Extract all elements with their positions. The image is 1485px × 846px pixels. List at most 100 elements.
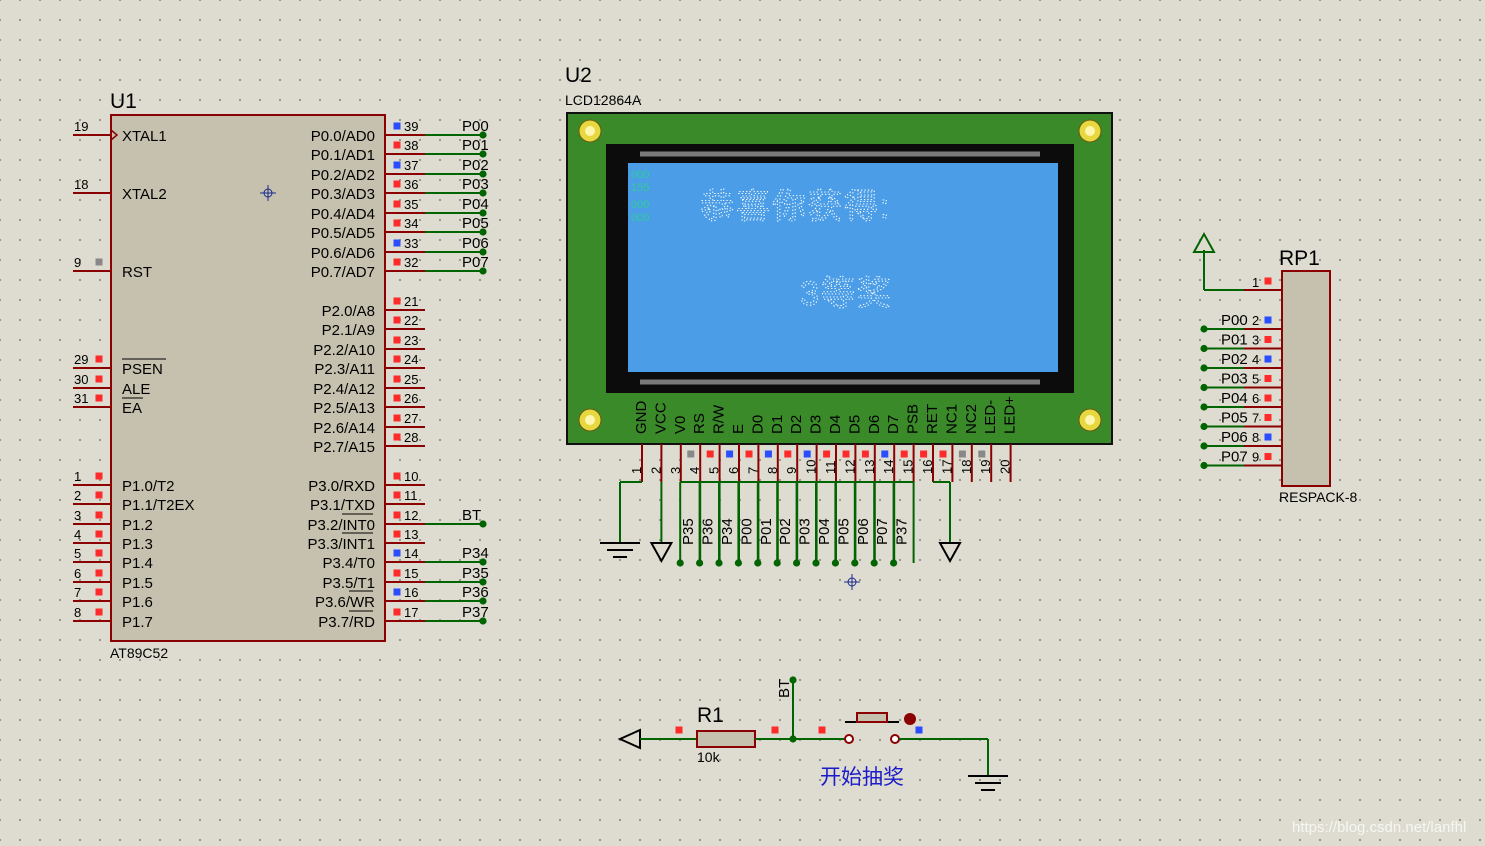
start-draw-button-label: 开始抽奖	[820, 765, 904, 789]
u2-pin-state	[803, 450, 811, 458]
u1-pin-state	[393, 433, 401, 441]
u1-pin-name: P0.7/AD7	[311, 264, 375, 281]
u2-pin-name: E	[730, 424, 747, 434]
u1-pin-state	[393, 297, 401, 305]
u1-pin-name: P0.6/AD6	[311, 245, 375, 262]
u1-pin-number: 36	[404, 177, 418, 192]
rp1-ref-label: RP1	[1279, 247, 1320, 270]
u1-ref-label: U1	[110, 90, 137, 113]
mounting-hole-icon	[585, 415, 595, 425]
u1-pin-name: P2.1/A9	[322, 322, 375, 339]
u1-net-label: P07	[462, 254, 489, 271]
lcd-debug-marker: 000	[631, 199, 649, 211]
u1-pin-number: 24	[404, 352, 418, 367]
rp1-pin-state	[1264, 316, 1272, 324]
rp1-net-label: P06	[1221, 429, 1248, 446]
net-terminal-dot	[479, 267, 487, 275]
u2-pin-name: D5	[846, 415, 863, 434]
u1-pin-name: P1.3	[122, 536, 153, 553]
watermark: https://blog.csdn.net/lanfhl	[1292, 819, 1466, 836]
u2-net-label: P00	[738, 518, 755, 545]
net-terminal-dot	[734, 559, 743, 567]
rp1-net-label: P01	[1221, 332, 1248, 349]
rp1-net-label: P00	[1221, 312, 1248, 329]
u2-pin-state	[842, 450, 850, 458]
u1-net-label: P05	[462, 215, 489, 232]
u1-pin-state	[393, 258, 401, 266]
u1-pin-name: P0.3/AD3	[311, 186, 375, 203]
rp1-pin-number: 4	[1252, 352, 1259, 367]
rp1-pin-number: 8	[1252, 430, 1259, 445]
u1-pin-state	[393, 122, 401, 130]
u1-pin-state	[95, 588, 103, 596]
u1-pin-number: 4	[74, 527, 81, 542]
rp1-pin-state	[1264, 355, 1272, 363]
u1-pin-name: P3.2/INT0	[307, 517, 375, 534]
u2-pin-state	[881, 450, 889, 458]
u2-net-label: P37	[894, 518, 911, 545]
u1-pin-number: 9	[74, 255, 81, 270]
net-terminal-dot	[479, 578, 487, 586]
net-terminal-dot	[890, 559, 898, 567]
u2-part-label: LCD12864A	[565, 92, 642, 108]
u2-pin-name: D2	[788, 415, 805, 434]
power-arrow-icon	[1192, 231, 1216, 253]
rp1-pin-state	[1264, 433, 1272, 441]
u1-pin-state	[95, 608, 103, 616]
u1-pin-name: P0.2/AD2	[311, 167, 375, 184]
u1-pin-number: 34	[404, 216, 418, 231]
u1-pin-state	[393, 511, 401, 519]
u2-net-label: P36	[700, 518, 717, 545]
u1-pin-name: EA	[122, 400, 142, 417]
u1-pin-number: 22	[404, 313, 418, 328]
u2-net-label: P01	[758, 518, 775, 545]
lcd-debug-marker: 000	[631, 212, 649, 224]
u1-net-label: BT	[462, 507, 481, 524]
net-terminal-dot	[831, 559, 840, 567]
u1-pin-number: 28	[404, 430, 418, 445]
net-terminal-dot	[479, 597, 487, 605]
u1-pin-number: 38	[404, 138, 418, 153]
u1-pin-name: P0.1/AD1	[311, 147, 375, 164]
origin-marker	[263, 188, 273, 198]
u2-net-label: P04	[816, 518, 833, 545]
u2-pin-state	[745, 450, 753, 458]
u1-pin-state	[393, 414, 401, 422]
rp1-part-label: RESPACK-8	[1279, 489, 1358, 505]
u1-pin-number: 19	[74, 119, 88, 134]
lcd-line-1: 恭喜你获得:	[700, 188, 891, 226]
origin-marker	[847, 577, 857, 587]
button-state-icon	[904, 713, 916, 725]
u2-pin-state	[900, 450, 908, 458]
net-terminal-dot	[1200, 383, 1208, 392]
u1-pin-number: 15	[404, 566, 418, 581]
u1-pin-number: 1	[74, 469, 81, 484]
u1-net-label: P04	[462, 196, 489, 213]
u1-pin-number: 11	[404, 488, 418, 503]
u1-pin-state	[393, 569, 401, 577]
rp1-net-label: P05	[1221, 410, 1248, 427]
u1-pin-number: 14	[404, 546, 418, 561]
u1-at89c52[interactable]: U1AT89C5219XTAL118XTAL29RST29PSEN30ALE31…	[73, 90, 489, 661]
u1-net-label: P01	[462, 137, 489, 154]
net-terminal-dot	[479, 170, 487, 178]
u1-pin-name: P3.0/RXD	[308, 478, 375, 495]
u2-pin-name: V0	[672, 416, 689, 434]
lcd-debug-marker: 000	[631, 169, 649, 181]
mounting-hole-icon	[1085, 415, 1095, 425]
u2-pin-state	[706, 450, 714, 458]
u1-pin-number: 17	[404, 605, 418, 620]
u1-pin-name: P1.5	[122, 575, 153, 592]
u1-pin-number: 13	[404, 527, 418, 542]
u1-pin-name: P2.0/A8	[322, 303, 375, 320]
u1-pin-number: 39	[404, 119, 418, 134]
net-terminal-dot	[479, 209, 487, 217]
rp1-net-label: P03	[1221, 371, 1248, 388]
u2-pin-state	[726, 450, 734, 458]
button-pin-state	[818, 726, 826, 734]
u1-pin-name: XTAL1	[122, 128, 167, 145]
